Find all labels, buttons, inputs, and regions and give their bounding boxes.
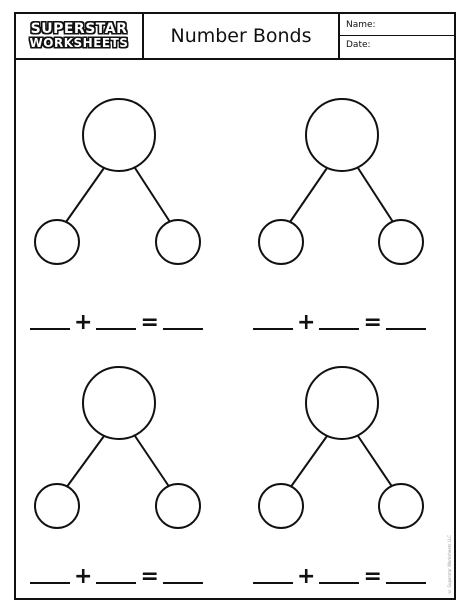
logo-line-superstar: SUPERSTAR: [30, 21, 128, 37]
bond-4-part-right-circle[interactable]: [378, 483, 424, 529]
equation-2-plus-sign: +: [297, 310, 316, 335]
bond-2-left-branch: [289, 167, 328, 223]
equation-1-plus-sign: +: [74, 310, 93, 335]
equation-3-sum-blank[interactable]: [162, 582, 203, 584]
superstar-worksheets-logo: SUPERSTAR WORKSHEETS: [16, 14, 144, 58]
name-label: Name:: [346, 20, 376, 30]
equation-1-addend-a-blank[interactable]: [30, 328, 70, 330]
equation-2-sum-blank[interactable]: [385, 328, 426, 330]
bond-3-right-branch: [134, 435, 171, 489]
bond-4-part-left-circle[interactable]: [258, 483, 304, 529]
bond-4-right-branch: [357, 435, 394, 489]
page-title: Number Bonds: [170, 25, 312, 47]
equation-3-addend-b-blank[interactable]: [96, 582, 137, 584]
date-label: Date:: [346, 40, 371, 50]
bond-4-whole-circle[interactable]: [305, 366, 379, 440]
worksheet-frame: SUPERSTAR WORKSHEETS Number Bonds Name: …: [14, 12, 456, 600]
equation-1-equals-sign: =: [140, 310, 159, 335]
equation-2: + =: [253, 308, 426, 336]
equation-3-plus-sign: +: [74, 564, 93, 589]
bond-2-whole-circle[interactable]: [305, 98, 379, 172]
bond-2-part-left-circle[interactable]: [258, 219, 304, 265]
equation-4: + =: [253, 562, 426, 590]
bond-1-part-left-circle[interactable]: [34, 219, 80, 265]
bond-4-left-branch: [289, 435, 328, 489]
equation-3: + =: [30, 562, 203, 590]
title-cell: Number Bonds: [144, 14, 340, 58]
number-bond-2: [258, 98, 424, 265]
bond-1-left-branch: [65, 167, 105, 223]
equation-4-addend-a-blank[interactable]: [253, 582, 293, 584]
equation-1-addend-b-blank[interactable]: [96, 328, 137, 330]
name-date-divider: [340, 35, 454, 36]
equation-1-sum-blank[interactable]: [162, 328, 203, 330]
equation-3-addend-a-blank[interactable]: [30, 582, 70, 584]
equation-4-equals-sign: =: [363, 564, 382, 589]
bond-2-part-right-circle[interactable]: [378, 219, 424, 265]
equation-4-addend-b-blank[interactable]: [319, 582, 360, 584]
name-date-cell: Name: Date:: [340, 14, 454, 58]
logo-line-worksheets: WORKSHEETS: [29, 36, 129, 50]
bond-1-right-branch: [134, 167, 171, 223]
bond-2-right-branch: [357, 167, 394, 223]
number-bond-3: [34, 366, 201, 529]
equation-2-equals-sign: =: [363, 310, 382, 335]
equation-1: + =: [30, 308, 203, 336]
equation-2-addend-a-blank[interactable]: [253, 328, 293, 330]
bond-3-part-right-circle[interactable]: [155, 483, 201, 529]
bond-1-part-right-circle[interactable]: [155, 219, 201, 265]
bond-3-left-branch: [65, 435, 105, 489]
bond-3-whole-circle[interactable]: [82, 366, 156, 440]
number-bond-1: [34, 98, 201, 265]
bond-3-part-left-circle[interactable]: [34, 483, 80, 529]
equation-2-addend-b-blank[interactable]: [319, 328, 360, 330]
equation-3-equals-sign: =: [140, 564, 159, 589]
equation-4-plus-sign: +: [297, 564, 316, 589]
number-bond-4: [258, 366, 424, 529]
worksheet-header: SUPERSTAR WORKSHEETS Number Bonds Name: …: [16, 14, 454, 60]
bond-1-whole-circle[interactable]: [82, 98, 156, 172]
equation-4-sum-blank[interactable]: [385, 582, 426, 584]
